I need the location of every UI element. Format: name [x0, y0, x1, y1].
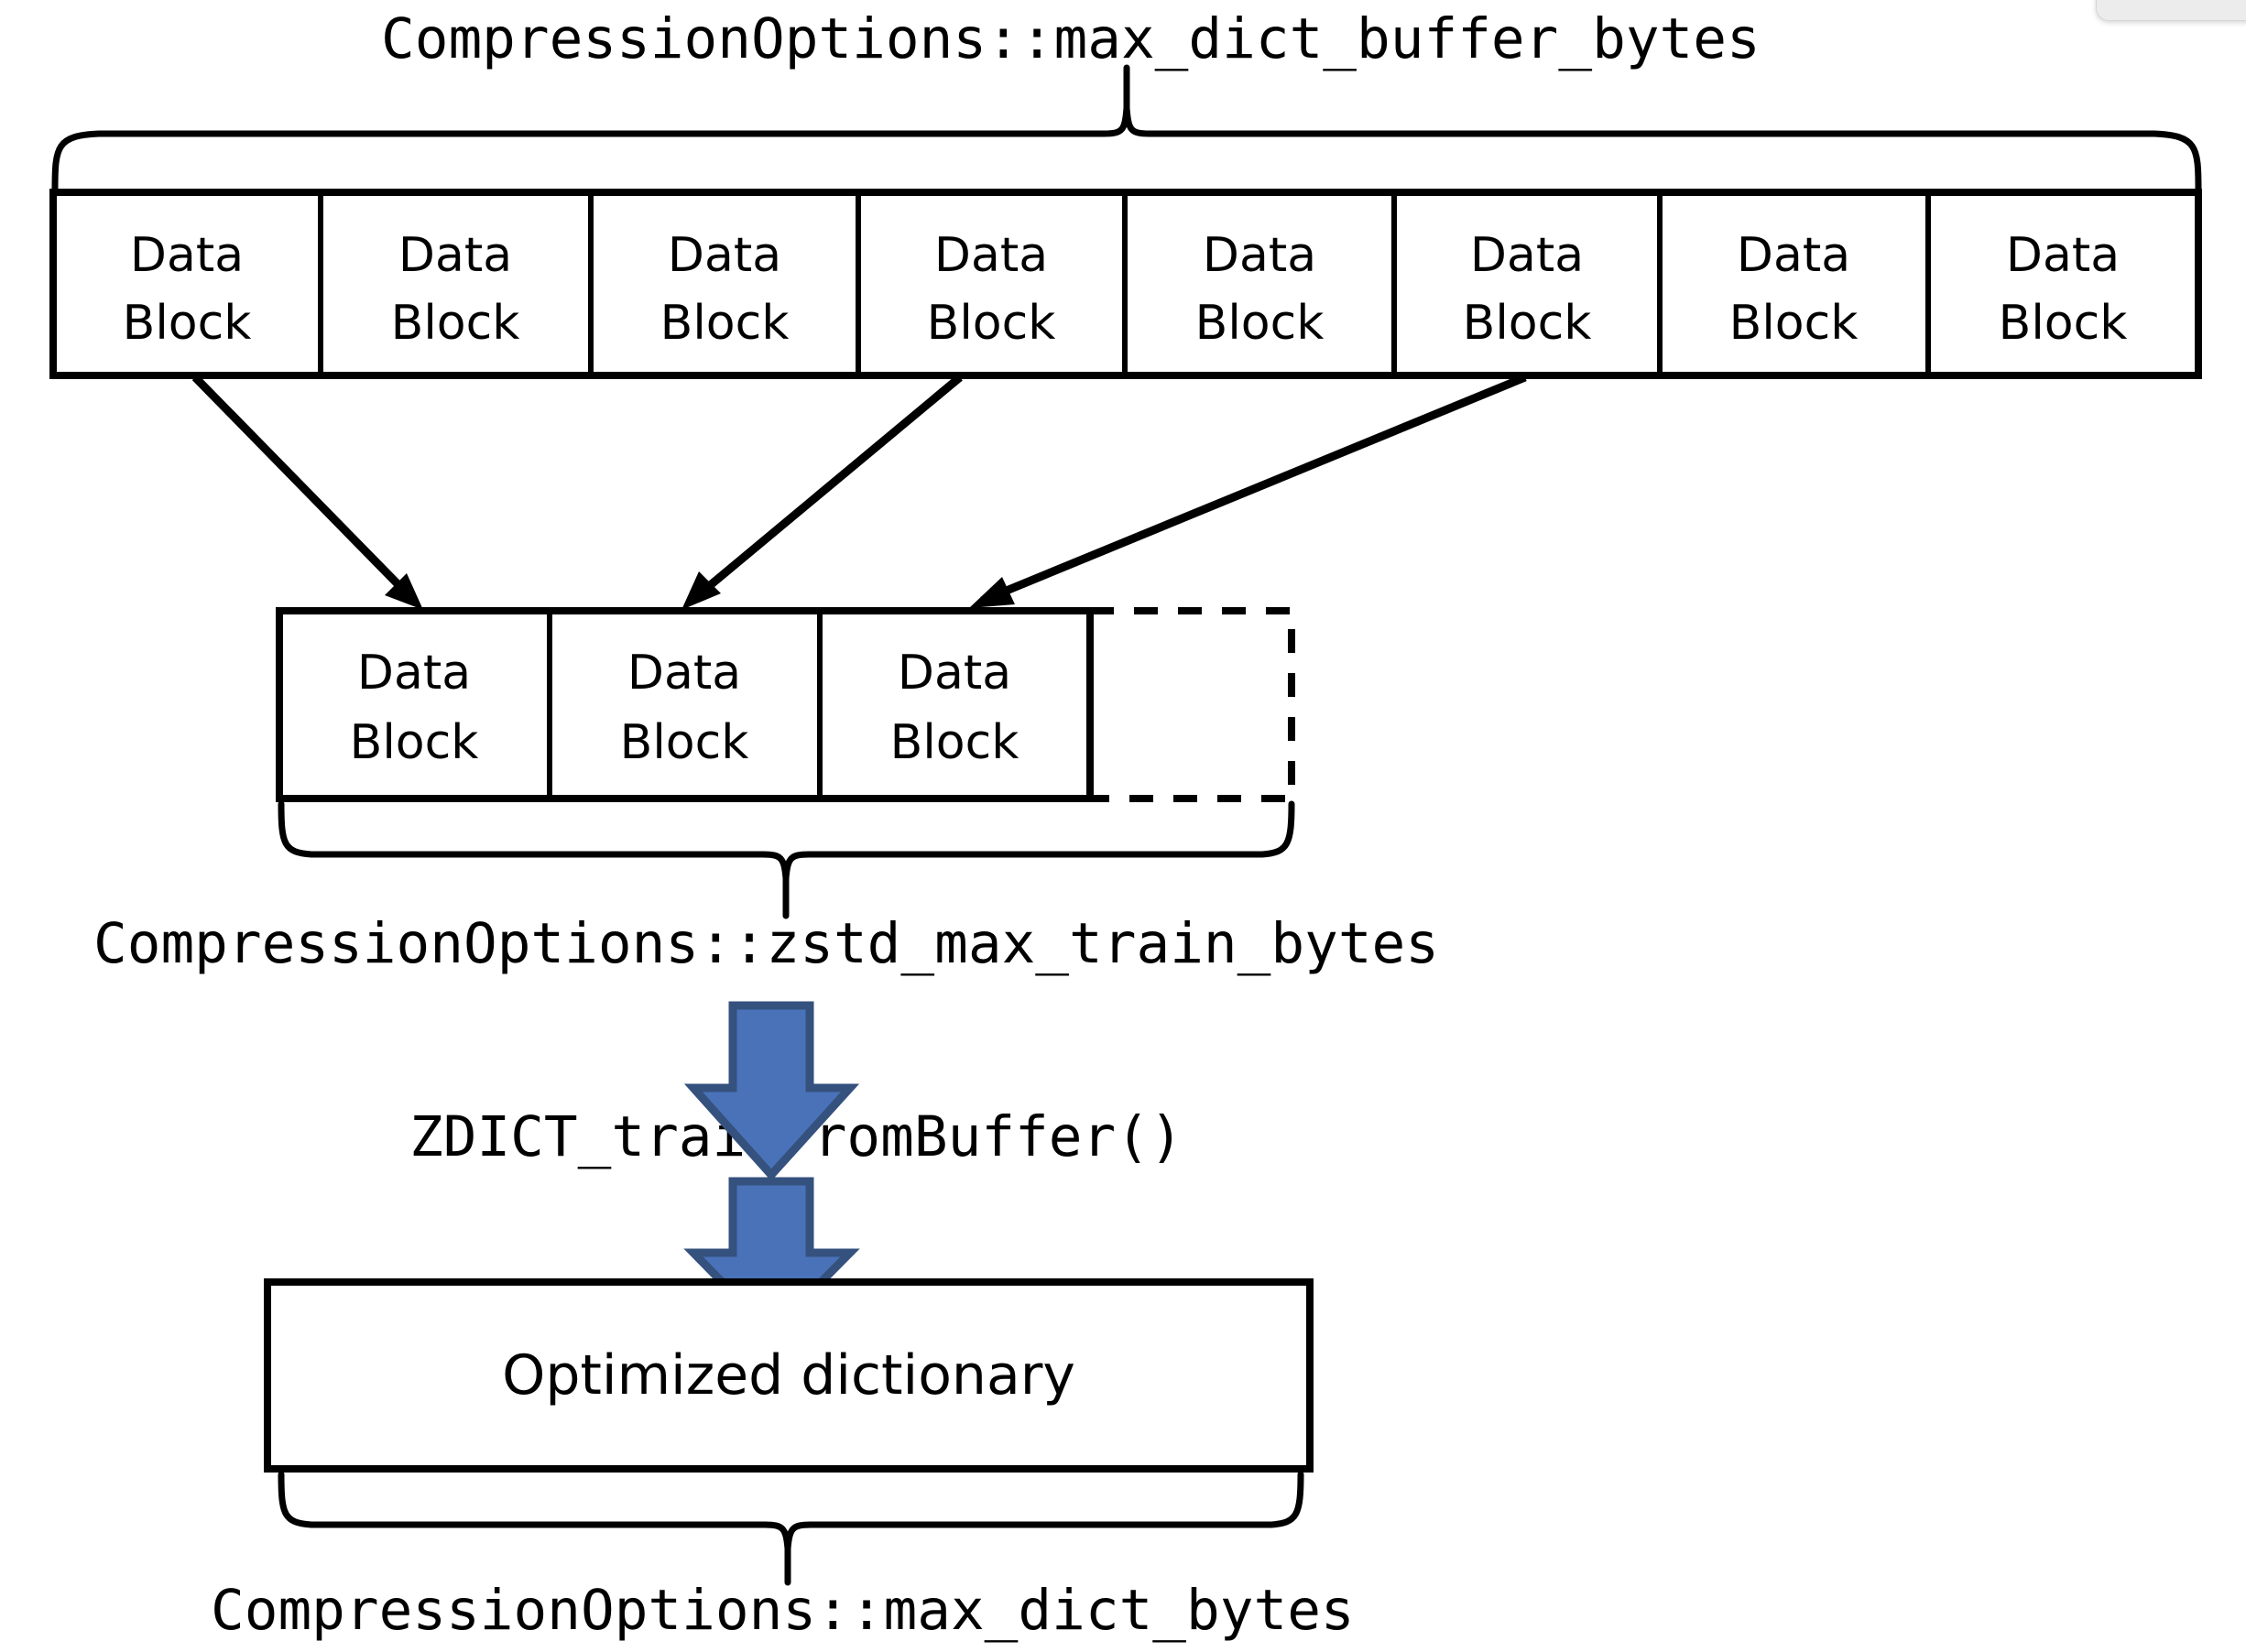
data-block-cell: Data Block: [927, 228, 1056, 351]
data-block-line1: Data: [357, 646, 471, 701]
data-block-line2: Block: [620, 715, 749, 770]
data-block-line2: Block: [1195, 296, 1325, 351]
data-block-line2: Block: [123, 296, 252, 351]
sampling-arrow-1: [191, 374, 423, 610]
data-block-cell: Data Block: [1729, 228, 1859, 351]
data-block-cell: Data Block: [1999, 228, 2128, 351]
data-block-line1: Data: [898, 646, 1011, 701]
label-max-dict-buffer-bytes: CompressionOptions::max_dict_buffer_byte…: [381, 6, 1761, 71]
top-brace: [51, 64, 2202, 193]
optimized-dictionary-label: Optimized dictionary: [502, 1343, 1075, 1407]
data-block-line1: Data: [2006, 228, 2120, 283]
data-block-line1: Data: [627, 646, 741, 701]
top-block-row: Data Block Data Block Data Block Data Bl…: [49, 189, 2202, 379]
mid-brace: [278, 800, 1295, 919]
bottom-brace: [278, 1471, 1304, 1586]
data-block-line1: Data: [1737, 228, 1850, 283]
data-block-line2: Block: [1999, 296, 2128, 351]
data-block-line1: Data: [668, 228, 781, 283]
sampling-arrow-2: [681, 374, 963, 610]
data-block-line1: Data: [1470, 228, 1584, 283]
data-block-line2: Block: [660, 296, 790, 351]
data-block-line2: Block: [391, 296, 520, 351]
data-block-line2: Block: [1463, 296, 1592, 351]
data-block-line1: Data: [934, 228, 1048, 283]
label-max-dict-bytes: CompressionOptions::max_dict_bytes: [211, 1578, 1355, 1643]
data-block-line1: Data: [1203, 228, 1316, 283]
data-block-line2: Block: [927, 296, 1056, 351]
data-block-line1: Data: [398, 228, 512, 283]
data-block-cell: Data Block: [1195, 228, 1325, 351]
data-block-cell: Data Block: [890, 646, 1019, 770]
data-block-line2: Block: [1729, 296, 1859, 351]
optimized-dictionary-box: Optimized dictionary: [264, 1278, 1314, 1473]
data-block-cell: Data Block: [350, 646, 479, 770]
dashed-placeholder-block: [1086, 607, 1295, 802]
data-block-line2: Block: [350, 715, 479, 770]
label-zstd-max-train-bytes: CompressionOptions::zstd_max_train_bytes: [93, 911, 1440, 976]
data-block-cell: Data Block: [391, 228, 520, 351]
data-block-line2: Block: [890, 715, 1019, 770]
data-block-cell: Data Block: [660, 228, 790, 351]
data-block-line1: Data: [130, 228, 244, 283]
sampling-arrows: [191, 373, 1527, 610]
data-block-cell: Data Block: [620, 646, 749, 770]
data-block-cell: Data Block: [123, 228, 252, 351]
process-arrow-down-1: [683, 1001, 860, 1181]
data-block-cell: Data Block: [1463, 228, 1592, 351]
mid-block-row: Data Block Data Block Data Block: [276, 607, 1295, 802]
sampling-arrow-3: [969, 373, 1527, 608]
browser-overlay-panel: [2096, 0, 2246, 21]
